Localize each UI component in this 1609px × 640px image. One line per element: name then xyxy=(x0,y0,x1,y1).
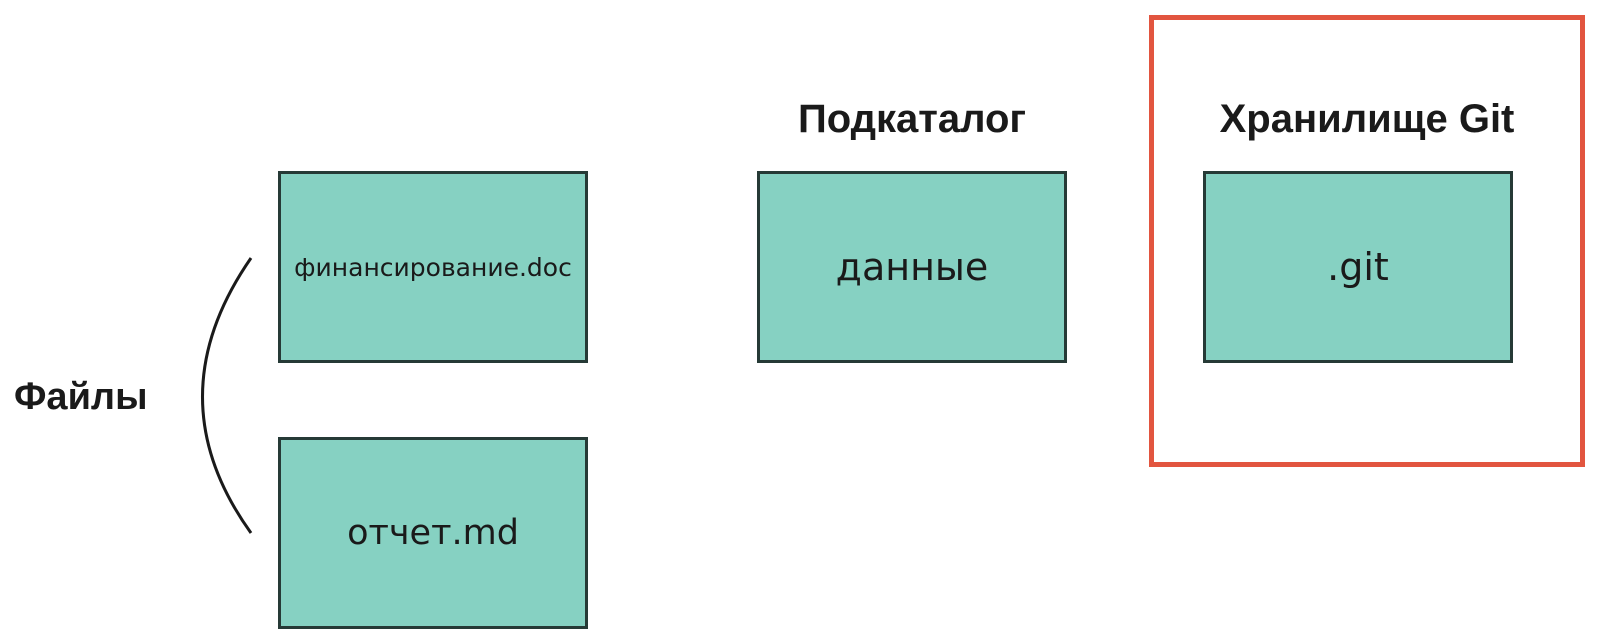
brace-curve xyxy=(201,257,253,534)
file-name-report: отчет.md xyxy=(347,513,519,553)
git-folder-name: .git xyxy=(1327,245,1389,289)
git-repo-heading: Хранилище Git xyxy=(1219,97,1515,141)
file-box-financing[interactable]: финансирование.doc xyxy=(278,171,588,363)
file-box-report[interactable]: отчет.md xyxy=(278,437,588,629)
subdirectory-heading: Подкаталог xyxy=(797,97,1027,141)
file-name-financing: финансирование.doc xyxy=(294,252,572,282)
git-folder-box[interactable]: .git xyxy=(1203,171,1513,363)
subdirectory-name: данные xyxy=(835,245,989,289)
git-repo-highlight-frame xyxy=(1149,15,1585,467)
files-label: Файлы xyxy=(14,376,148,418)
subdirectory-box[interactable]: данные xyxy=(757,171,1067,363)
